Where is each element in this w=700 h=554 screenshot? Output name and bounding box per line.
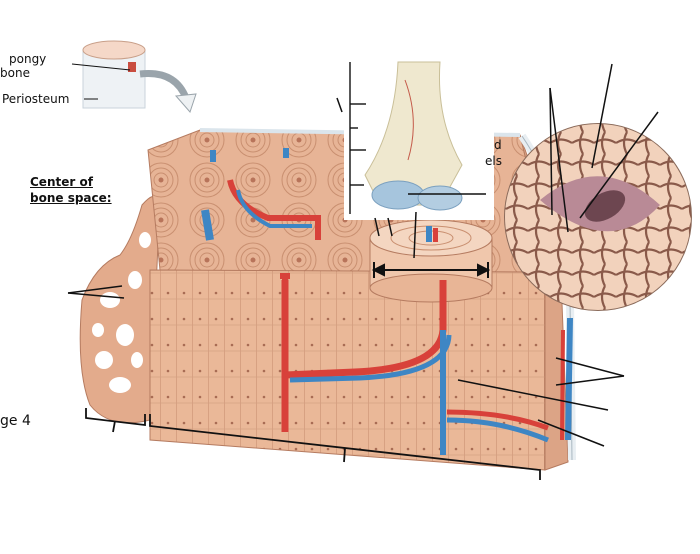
vessels-label-fragment-2: els [485,154,502,168]
vessels-label-fragment-1: d [494,138,502,152]
page-number-fragment: ge 4 [0,413,31,429]
spongy-bone-label-fragment: pongy [9,52,47,66]
bottom-brackets [85,408,541,480]
periosteum-inset [71,40,146,109]
spongy-bone-trabeculae [79,195,161,424]
center-of-bone-space-label-line2: bone space: [30,191,112,205]
blood-vessels [201,148,573,455]
femur-inset [344,61,494,220]
pointer-arrow [139,70,197,113]
osteon-cylinder [369,219,493,303]
center-of-bone-space-label-line1: Center of [30,175,93,189]
osteon-diameter-arrow [371,262,491,278]
periosteum-label: Periosteum [2,92,70,106]
leader-lines [67,63,659,447]
bone-label-fragment: bone [0,66,30,80]
